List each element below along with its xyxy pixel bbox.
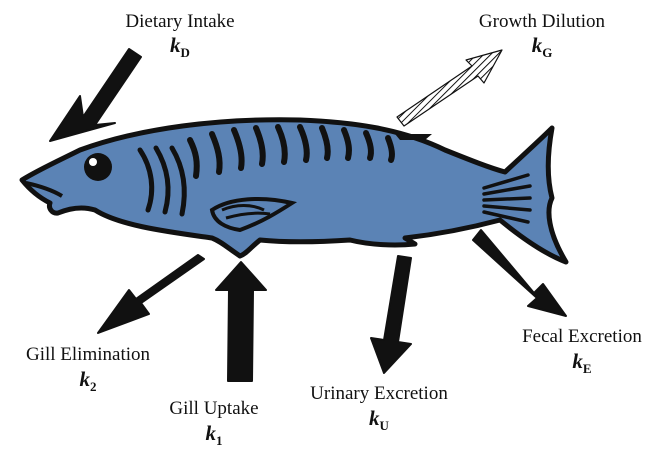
fish-dorsal-fin — [395, 134, 432, 140]
fish-eye — [84, 153, 112, 181]
dietary-intake-rate-constant: kD — [170, 33, 190, 60]
gill-uptake-rate-constant: k1 — [206, 421, 223, 448]
urinary-excretion-arrow — [371, 256, 411, 373]
fish-eye-highlight — [89, 158, 97, 166]
gill-uptake-label: Gill Uptake — [169, 398, 258, 419]
growth-dilution-arrow — [397, 50, 502, 126]
label-gill-uptake: Gill Uptake k1 — [169, 398, 258, 448]
fecal-excretion-rate-constant: kE — [572, 349, 591, 376]
urinary-excretion-label: Urinary Excretion — [310, 383, 448, 404]
dietary-intake-label: Dietary Intake — [125, 11, 234, 32]
gill-elimination-rate-constant: k2 — [80, 367, 97, 394]
urinary-excretion-rate-constant: kU — [369, 406, 390, 433]
gill-elimination-label: Gill Elimination — [26, 344, 151, 365]
gill-elimination-arrow — [98, 255, 204, 333]
gill-uptake-arrow — [216, 262, 266, 381]
fecal-excretion-label: Fecal Excretion — [522, 326, 642, 347]
dietary-intake-arrow — [50, 49, 141, 141]
growth-dilution-label: Growth Dilution — [479, 11, 606, 32]
label-gill-elimination: Gill Elimination k2 — [26, 344, 151, 394]
label-fecal-excretion: Fecal Excretion kE — [522, 326, 642, 376]
label-dietary-intake: Dietary Intake kD — [125, 11, 234, 60]
label-urinary-excretion: Urinary Excretion kU — [310, 383, 448, 433]
growth-dilution-rate-constant: kG — [532, 33, 553, 60]
